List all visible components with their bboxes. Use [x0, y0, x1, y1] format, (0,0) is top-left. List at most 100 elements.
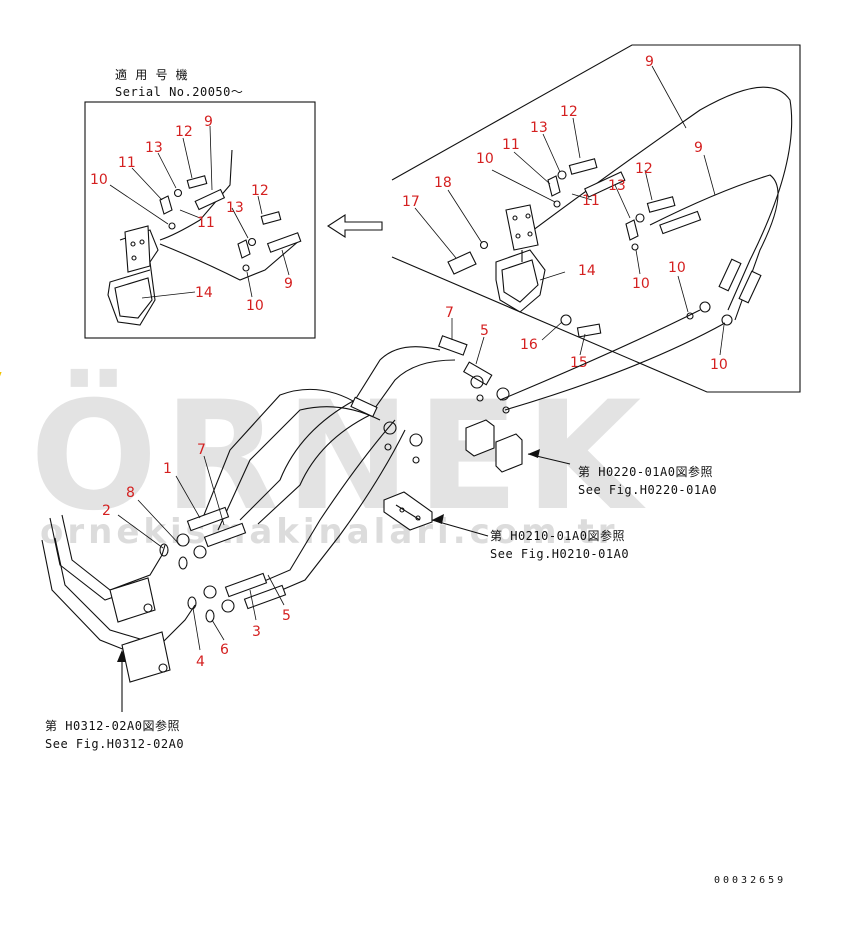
detail-hose	[649, 174, 779, 321]
detail-bracket	[495, 249, 546, 313]
main-label: 1	[163, 461, 172, 477]
detail-label: 12	[635, 161, 653, 177]
detail-label: 13	[608, 178, 626, 194]
main-label: 8	[126, 485, 135, 501]
ref-h0220-jp: 第 H0220-01A0図参照	[578, 464, 713, 479]
inset-bolt	[186, 175, 208, 189]
ref-h0312-en: See Fig.H0312-02A0	[45, 737, 184, 751]
detail-elbow	[447, 251, 477, 275]
detail-fitting	[659, 210, 702, 235]
inset-label: 12	[175, 124, 193, 140]
valve-block	[465, 419, 495, 457]
inset-label: 14	[195, 285, 213, 301]
main-label: 5	[282, 608, 291, 624]
watermark: ÖRNEK ornekismakinalari.com.tr	[0, 368, 647, 552]
detail-bracket-inner	[501, 259, 539, 303]
ref-h0312-jp: 第 H0312-02A0図参照	[45, 718, 180, 733]
inset-note-serial: Serial No.20050～	[115, 85, 243, 99]
detail-label: 11	[502, 137, 520, 153]
detail-fitting	[738, 270, 762, 304]
pipe-flange	[121, 631, 171, 683]
main-label: 5	[480, 323, 489, 339]
inset-hose	[159, 239, 301, 281]
inset-washer	[247, 237, 257, 247]
main-hose	[499, 309, 701, 401]
inset-clamp	[237, 239, 251, 259]
main-fitting	[462, 361, 493, 386]
detail-washer	[560, 314, 572, 326]
detail-bolt	[568, 158, 598, 175]
inset-label: 10	[246, 298, 264, 314]
detail-label: 14	[578, 263, 596, 279]
valve-block	[495, 433, 523, 473]
detail-bolt	[576, 323, 602, 338]
detail-fitting	[584, 171, 626, 198]
watermark-url: ornekismakinalari.com.tr	[40, 512, 619, 552]
main-fitting	[203, 522, 247, 548]
inset-clamp	[159, 195, 173, 215]
pipe-flange	[109, 577, 156, 623]
detail-label: 10	[668, 260, 686, 276]
main-fitting	[350, 396, 378, 418]
figure-code: 00032659	[714, 875, 786, 886]
inset-fitting	[266, 232, 302, 253]
pipe-outline	[54, 537, 196, 646]
inset-panel: 適 用 号 機 Serial No.20050～	[84, 67, 316, 339]
inset-arrow-icon	[326, 213, 383, 239]
ref-h0210-en: See Fig.H0210-01A0	[490, 547, 629, 561]
inset-note-jp: 適 用 号 機	[115, 67, 188, 82]
main-label: 4	[196, 654, 205, 670]
inset-label: 13	[145, 140, 163, 156]
inset-label: 9	[284, 276, 293, 292]
inset-plate	[124, 225, 151, 273]
detail-outline	[391, 44, 801, 393]
detail-label: 15	[570, 355, 588, 371]
detail-label: 10	[710, 357, 728, 373]
watermark-accent	[0, 372, 2, 384]
detail-label: 10	[476, 151, 494, 167]
inset-label: 11	[118, 155, 136, 171]
main-label: 2	[102, 503, 111, 519]
main-label: 6	[220, 642, 229, 658]
inset-label: 9	[204, 114, 213, 130]
inset-bracket-inner	[114, 277, 153, 319]
ref-h0220-en: See Fig.H0220-01A0	[578, 483, 717, 497]
detail-bolt	[646, 196, 676, 213]
inset-washer	[173, 188, 183, 198]
detail-oring	[479, 240, 489, 250]
watermark-brand: ÖRNEK	[30, 368, 647, 544]
detail-label: 11	[582, 193, 600, 209]
detail-label: 12	[560, 104, 578, 120]
main-label: 7	[445, 305, 454, 321]
main-label: 7	[197, 442, 206, 458]
valve-block	[383, 491, 433, 531]
inset-oring	[168, 222, 176, 230]
main-hose	[269, 429, 406, 596]
inset-bolt	[260, 211, 282, 225]
inset-fitting	[194, 188, 226, 211]
inset-label: 10	[90, 172, 108, 188]
main-fitting	[186, 506, 230, 532]
main-fitting	[438, 335, 468, 356]
main-hose	[504, 322, 726, 411]
detail-label: 13	[530, 120, 548, 136]
main-fitting	[243, 584, 287, 610]
inset-label: 12	[251, 183, 269, 199]
detail-label: 9	[694, 140, 703, 156]
ref-h0210-jp: 第 H0210-01A0図参照	[490, 528, 625, 543]
detail-fitting	[718, 258, 742, 292]
detail-label: 16	[520, 337, 538, 353]
detail-label: 17	[402, 194, 420, 210]
detail-label: 10	[632, 276, 650, 292]
main-label: 3	[252, 624, 261, 640]
inset-label: 11	[197, 215, 215, 231]
main-hose	[199, 388, 361, 526]
detail-nut	[721, 314, 733, 326]
pipe-outline	[61, 514, 166, 591]
detail-plate	[505, 204, 539, 251]
main-fitting	[224, 572, 268, 598]
inset-hose	[159, 149, 233, 241]
inset-frame	[84, 101, 316, 339]
